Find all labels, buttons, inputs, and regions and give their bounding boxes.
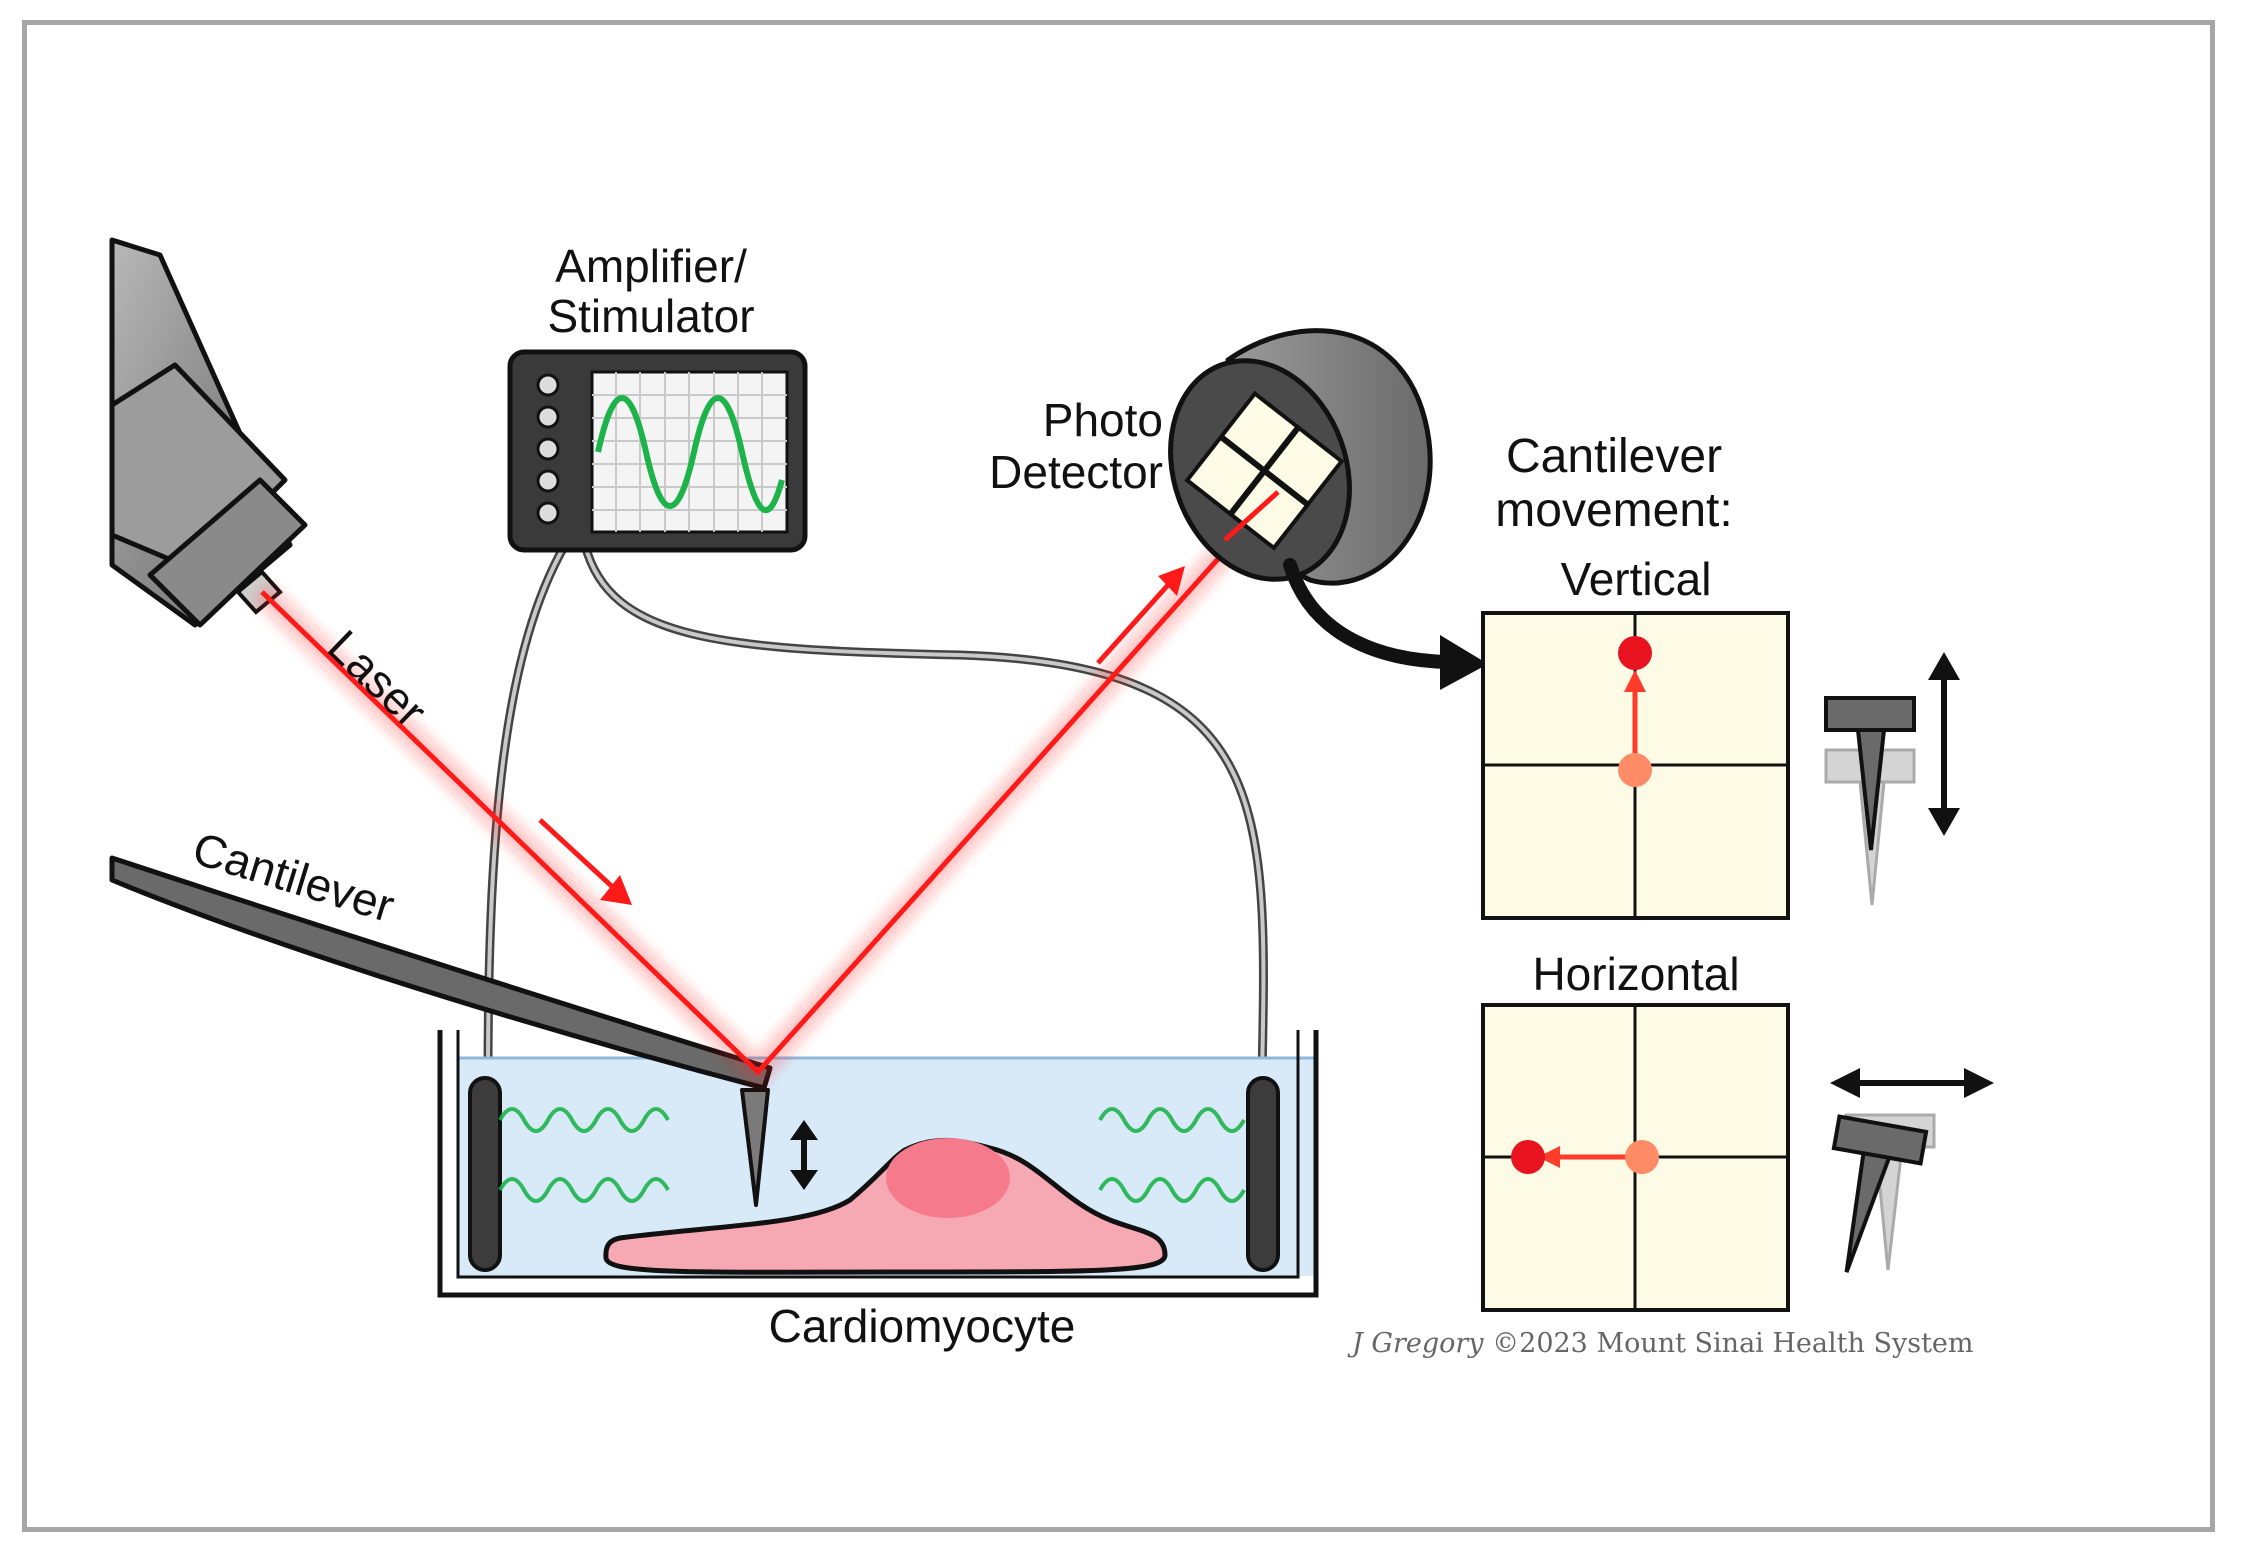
cell-icon [603, 1137, 1168, 1275]
credit-author: J Gregory [1347, 1328, 1484, 1359]
cantilever-tip-icon [740, 1088, 770, 1207]
photodetector-label-line2: Detector [989, 446, 1163, 498]
microscope-objective-icon [109, 237, 308, 628]
stimulus-waves [498, 1107, 1246, 1203]
movement-title-line1: Cantilever [1506, 430, 1722, 483]
final-spot [1511, 1140, 1545, 1174]
cantilever-icon [109, 855, 773, 1207]
final-spot [1618, 636, 1652, 670]
amplifier-label-line2: Stimulator [547, 290, 754, 342]
vertical-quadrant-panel [1481, 611, 1790, 920]
signal-cables [483, 540, 1268, 1085]
amplifier-icon [507, 349, 808, 553]
output-arrow-icon [1283, 558, 1488, 690]
photodetector-label-line1: Photo [1043, 394, 1163, 446]
tip-motion-arrow-icon [790, 1120, 818, 1190]
horizontal-panel-title: Horizontal [1532, 948, 1739, 1000]
photodetector-icon [1168, 328, 1433, 586]
initial-spot [1625, 1140, 1659, 1174]
electrode-left-icon [468, 1076, 502, 1272]
laser-beam [254, 484, 1287, 1088]
horizontal-quadrant-panel [1481, 1003, 1790, 1312]
movement-title-line2: movement: [1495, 484, 1732, 537]
credit-rest: ©2023 Mount Sinai Health System [1484, 1328, 1974, 1359]
cardiomyocyte-label: Cardiomyocyte [769, 1300, 1076, 1352]
laser-direction-arrows [538, 566, 1185, 905]
vertical-panel-title: Vertical [1561, 553, 1712, 605]
horizontal-tip-icon [1830, 1068, 1994, 1273]
credit-line: J Gregory ©2023 Mount Sinai Health Syste… [1347, 1328, 1974, 1359]
electrode-right-icon [1246, 1076, 1280, 1272]
initial-spot [1618, 753, 1652, 787]
vertical-tip-icon [1824, 652, 1960, 906]
amplifier-label-line1: Amplifier/ [555, 240, 747, 292]
